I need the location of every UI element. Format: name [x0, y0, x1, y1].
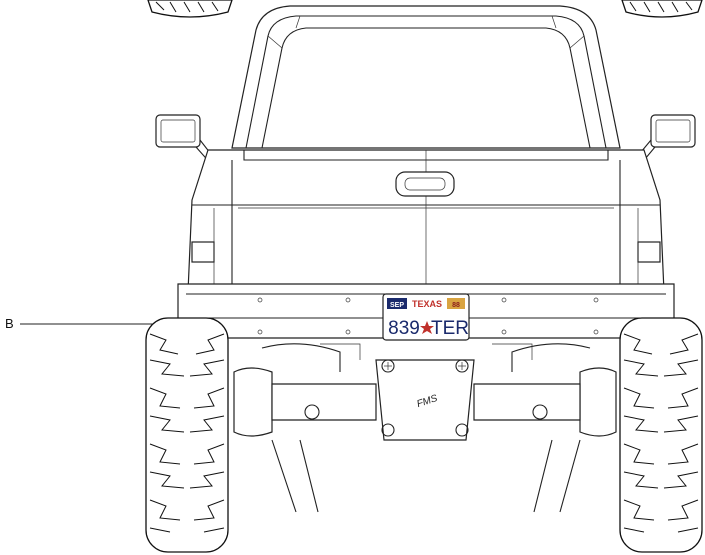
plate-sticker-right: [447, 298, 465, 309]
plate-number-left: 839: [388, 318, 420, 339]
plate-sticker-right-text: 88: [452, 302, 460, 309]
callout-label-b: B: [5, 316, 14, 331]
rear-tire-right: [619, 317, 703, 553]
truck-bed: [187, 149, 665, 293]
plate-sticker-left-text: SEP: [390, 302, 404, 309]
plate-state: TEXAS: [412, 299, 442, 309]
plate-star-icon: [420, 321, 434, 334]
rear-axle-assembly: FMS: [233, 343, 617, 513]
license-plate: SEP TEXAS 88 839 TER: [382, 293, 470, 341]
upper-tire-left: [147, 0, 233, 18]
rear-tire-left: [145, 317, 229, 553]
cab: [231, 5, 621, 149]
plate-number-right: TER: [431, 318, 469, 339]
upper-tire-right: [621, 0, 703, 18]
plate-sticker-left: [387, 298, 407, 309]
